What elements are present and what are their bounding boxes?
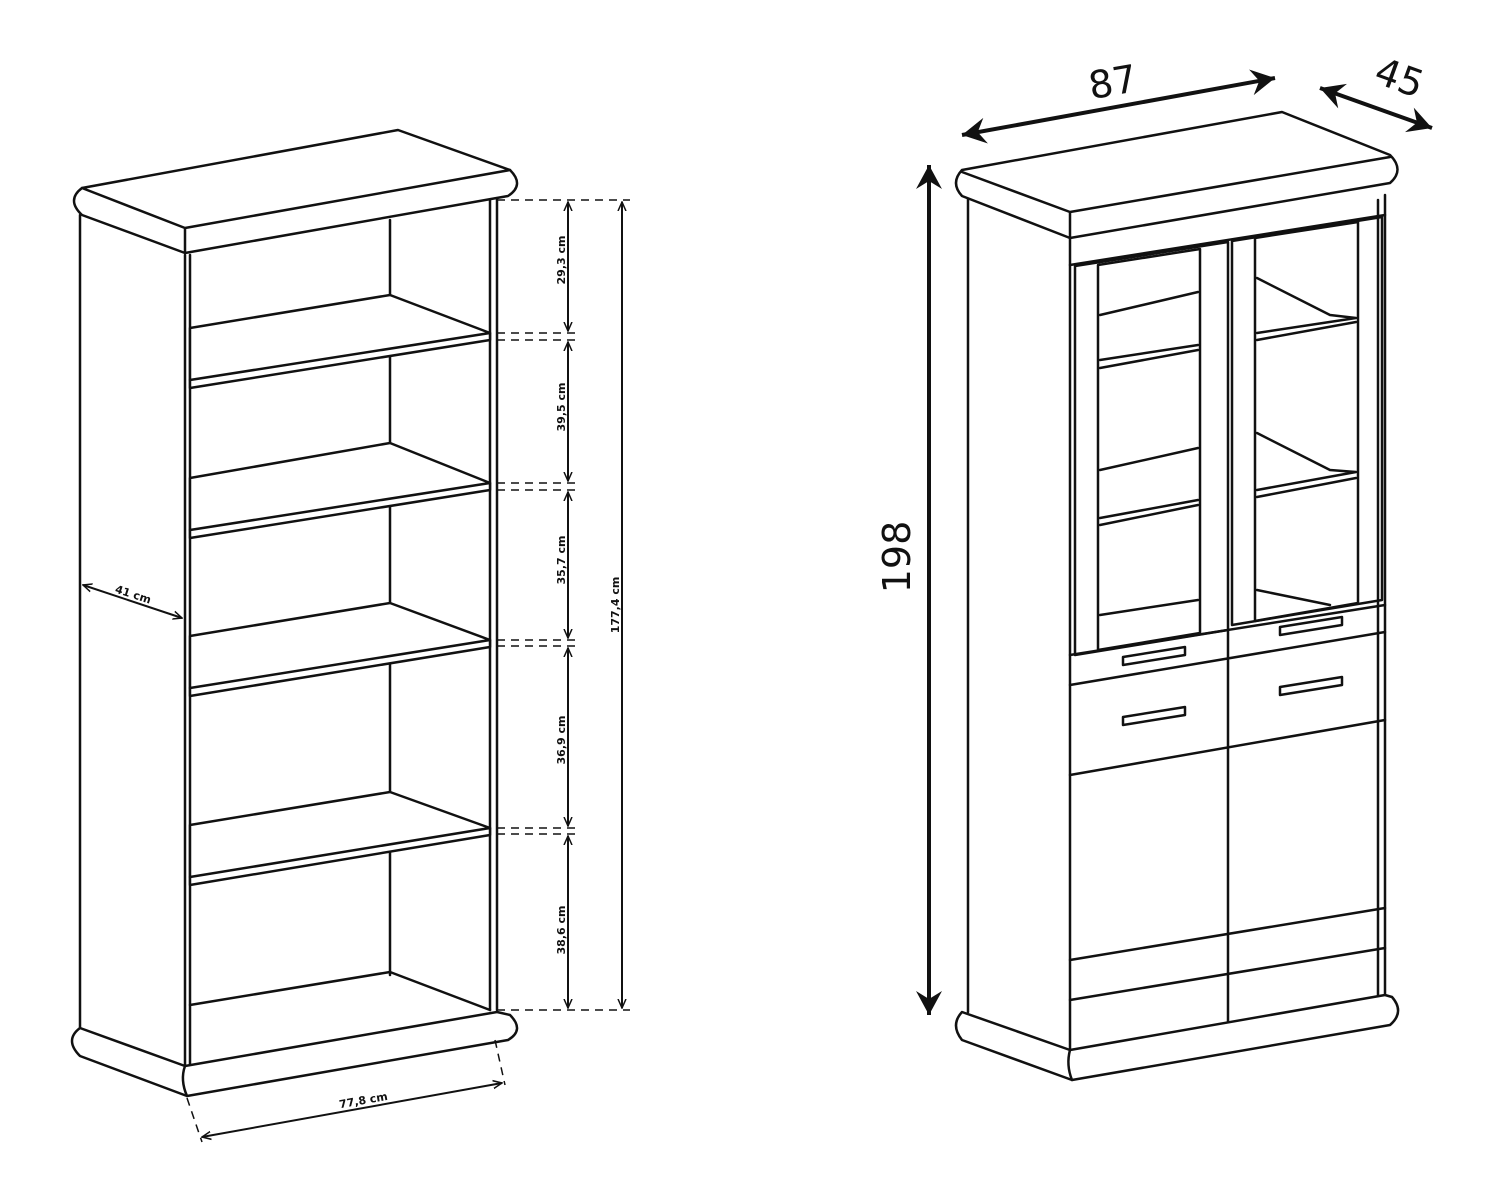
height-label: 198	[875, 521, 919, 594]
handles	[1121, 615, 1344, 727]
inner-height-label: 177,4 cm	[609, 577, 622, 634]
shelf-height-4-label: 36,9 cm	[555, 716, 568, 765]
shelf-height-2-label: 39,5 cm	[555, 383, 568, 432]
shelves	[188, 293, 492, 1012]
shelf-height-1-label: 29,3 cm	[555, 236, 568, 285]
glass-doors	[1073, 215, 1384, 657]
open-bookcase-drawing	[70, 128, 519, 1098]
bookcase-dimensions: 29,3 cm 39,5 cm 35,7 cm 36,9 cm 38,6 cm …	[83, 199, 630, 1143]
width-label: 87	[1085, 56, 1140, 108]
shelf-height-5-label: 38,6 cm	[555, 906, 568, 955]
shelf-height-3-label: 35,7 cm	[555, 536, 568, 585]
depth-label: 41 cm	[113, 583, 152, 607]
display-cabinet-drawing	[954, 110, 1400, 1082]
depth-label: 45	[1369, 49, 1429, 107]
